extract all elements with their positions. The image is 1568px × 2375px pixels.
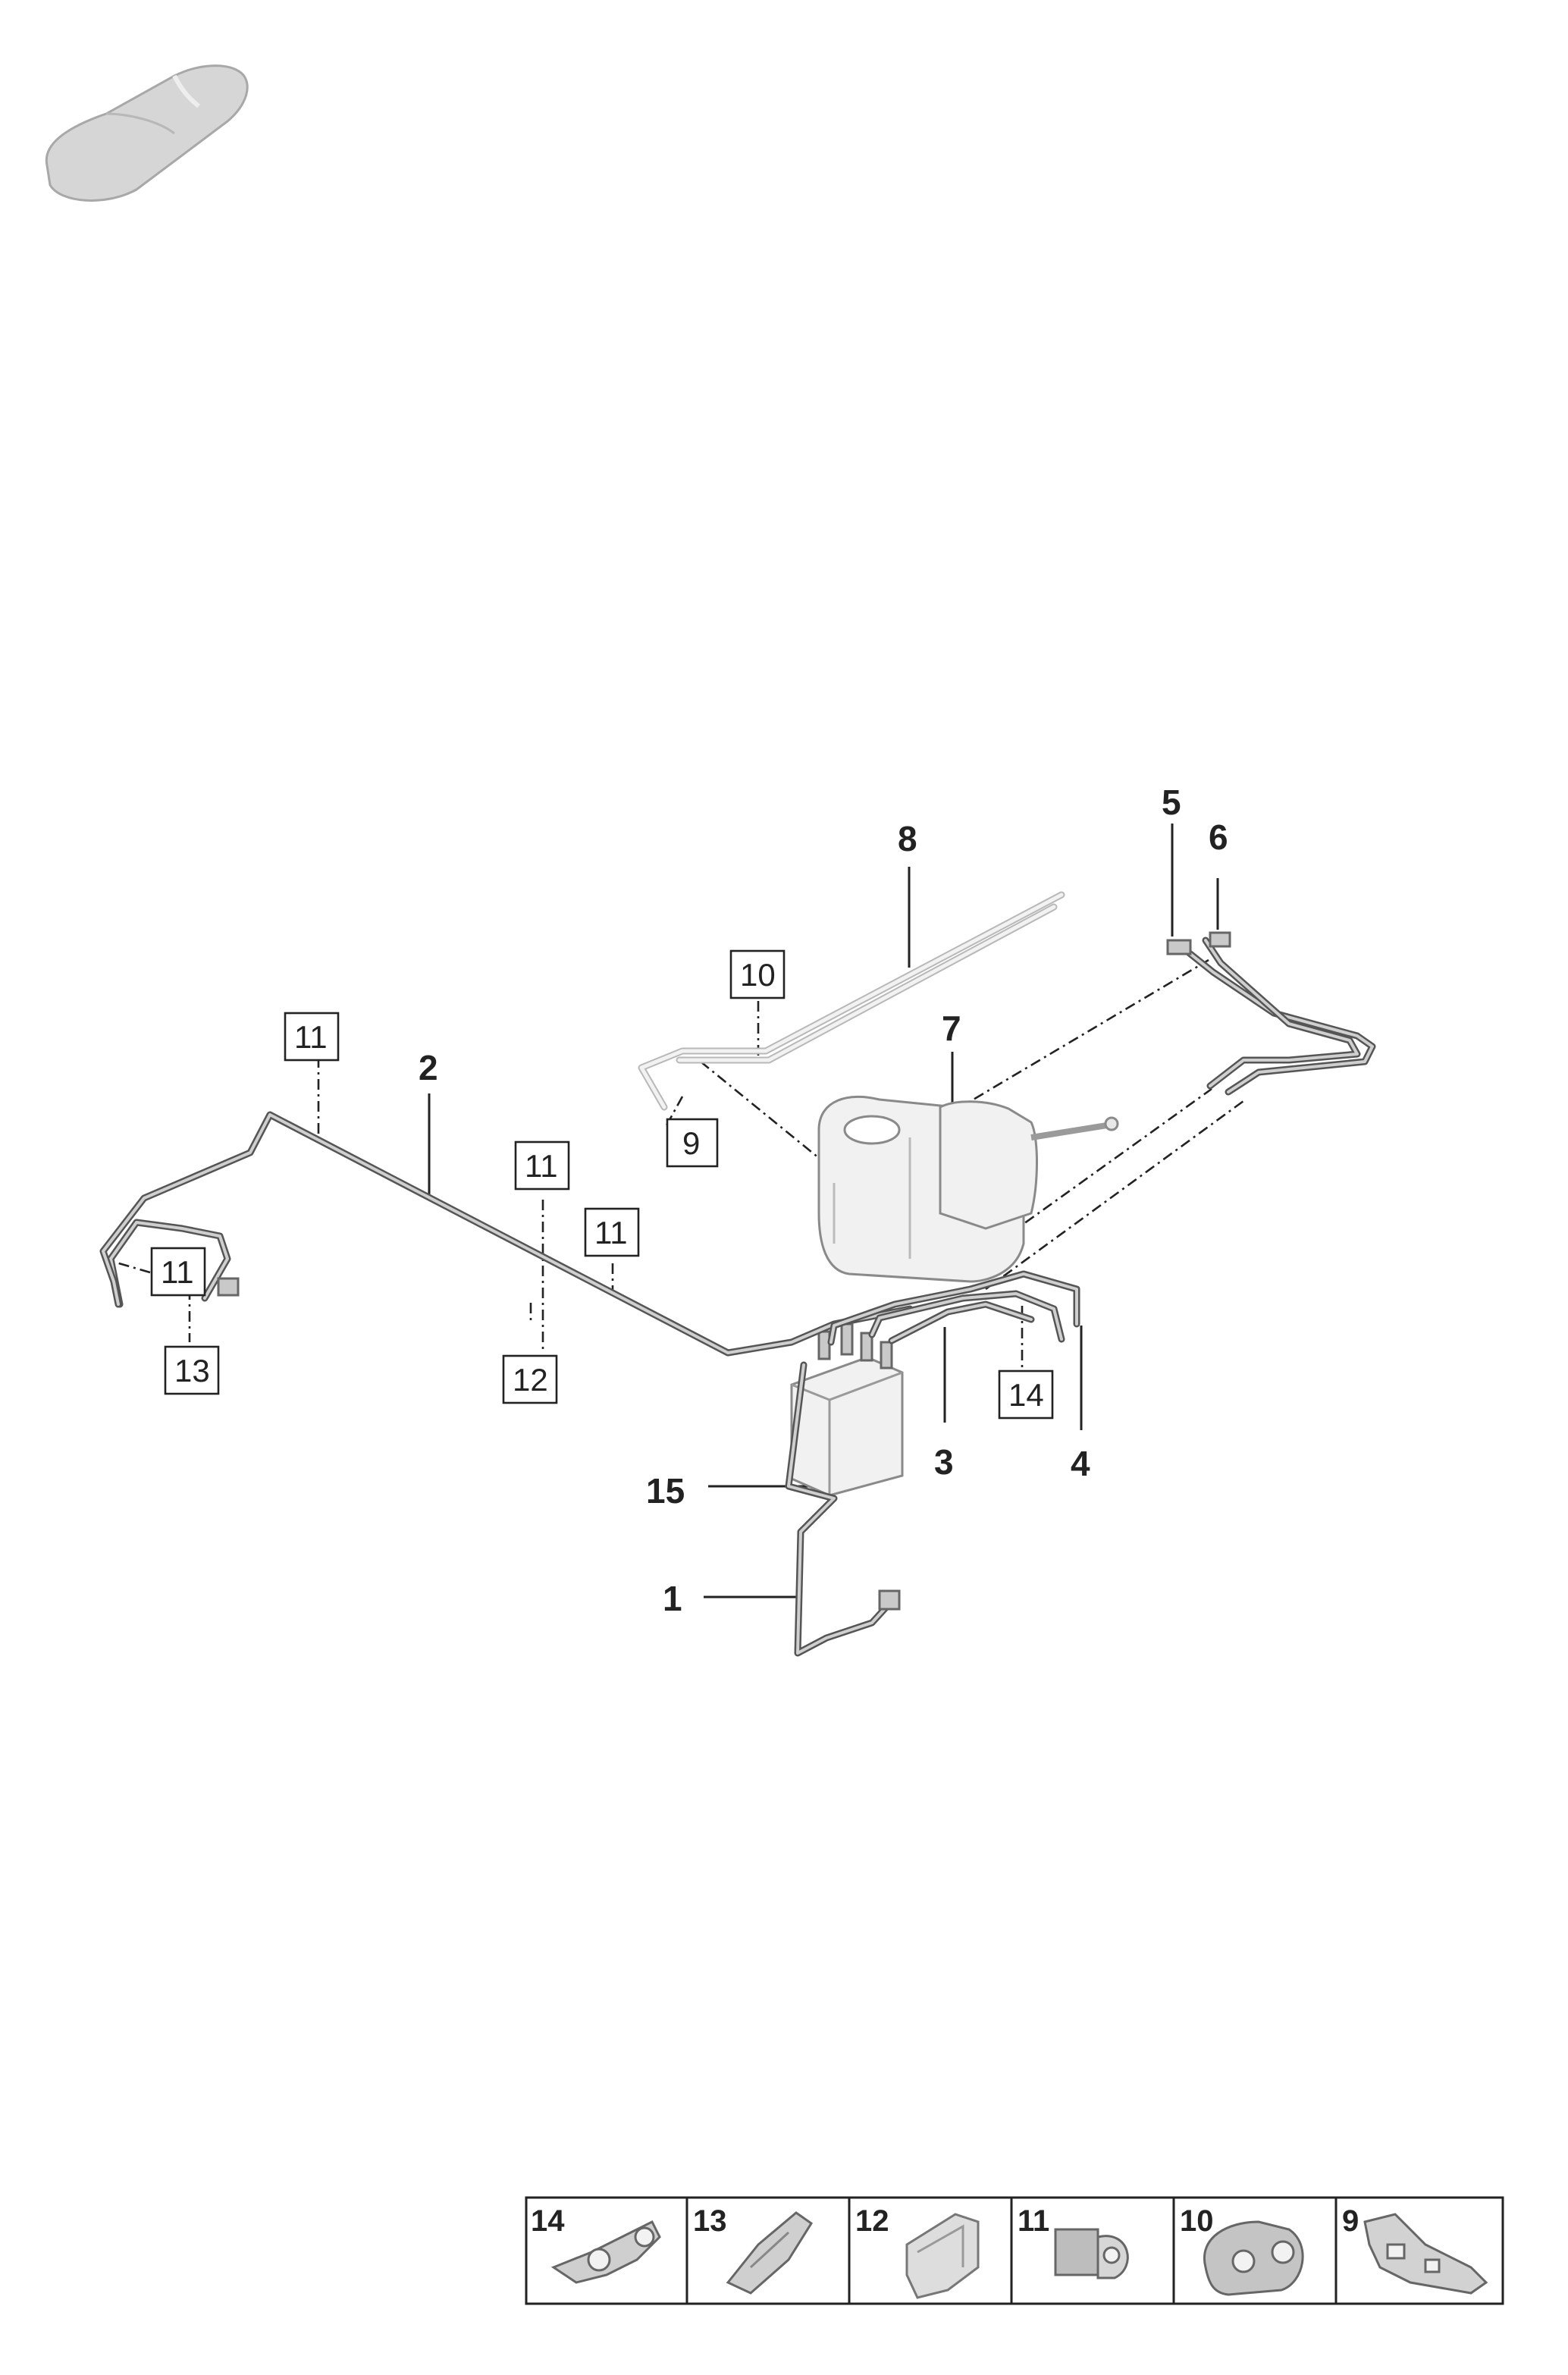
car-thumbnail — [45, 64, 249, 202]
legend-strip: 14 13 12 11 10 9 — [525, 2196, 1504, 2305]
legend-label: 11 — [1018, 2204, 1049, 2238]
abs-unit — [790, 1322, 904, 1497]
boxed-callout-12: 12 — [513, 1362, 548, 1398]
brake-lines-3-4 — [827, 1270, 1080, 1346]
brake-booster-7 — [817, 1095, 1119, 1283]
legend-label: 9 — [1342, 2204, 1359, 2238]
clip-11-icon — [1054, 2228, 1129, 2279]
callout-8: 8 — [898, 819, 917, 858]
callout-5: 5 — [1162, 783, 1181, 822]
callout-1: 1 — [663, 1579, 682, 1618]
boxed-callout-11: 11 — [525, 1148, 558, 1184]
boxed-callout-9: 9 — [682, 1125, 700, 1161]
legend-label: 10 — [1180, 2204, 1214, 2238]
boxed-callout-10: 10 — [740, 957, 776, 993]
callout-3: 3 — [934, 1442, 954, 1482]
clip-14-icon — [550, 2220, 661, 2284]
callout-7: 7 — [942, 1009, 961, 1048]
leader-lines — [428, 824, 1219, 1598]
callout-4: 4 — [1071, 1444, 1090, 1483]
boxed-callout-11: 11 — [294, 1019, 328, 1055]
callout-15: 15 — [646, 1471, 685, 1511]
callout-6: 6 — [1209, 817, 1228, 857]
brake-line-1 — [785, 1361, 901, 1657]
callout-2: 2 — [419, 1048, 438, 1087]
boxed-callout-13: 13 — [174, 1353, 210, 1388]
boxed-callout-11: 11 — [161, 1254, 194, 1290]
legend-label: 12 — [855, 2204, 889, 2238]
clip-10-icon — [1203, 2220, 1304, 2296]
clip-9-icon — [1363, 2213, 1488, 2295]
boxed-callout-14: 14 — [1008, 1377, 1044, 1413]
brake-line-2 — [99, 1111, 914, 1357]
boxed-callouts: 10 9 11 11 11 11 13 12 14 — [150, 949, 1054, 1420]
brake-line-8 — [638, 891, 1065, 1111]
legend-label: 14 — [531, 2204, 565, 2238]
clip-12-icon — [905, 2213, 980, 2299]
callout-numbers: 8 5 6 7 2 3 4 15 1 — [419, 783, 1228, 1618]
brake-lines-5-6 — [1166, 931, 1376, 1096]
boxed-callout-11: 11 — [594, 1215, 628, 1250]
legend-label: 13 — [693, 2204, 727, 2238]
clip-13-icon — [726, 2211, 814, 2295]
